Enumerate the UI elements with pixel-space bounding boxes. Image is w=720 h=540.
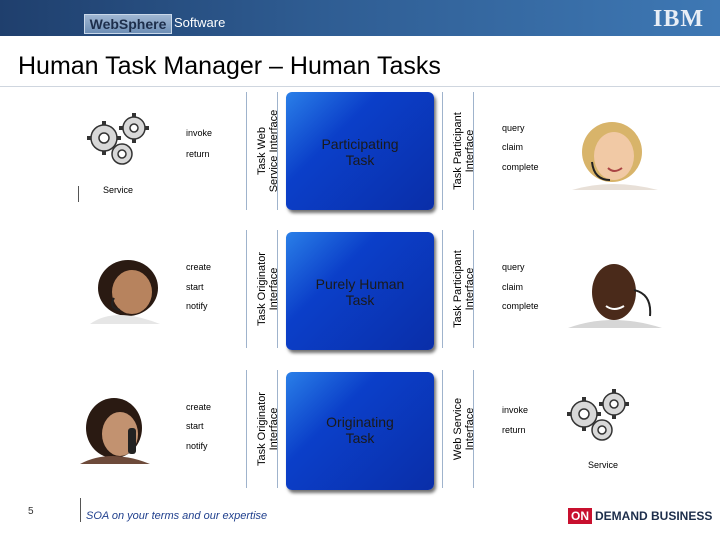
on-badge: ON	[568, 508, 592, 524]
right-op-complete: complete	[502, 162, 539, 172]
left-interface-bar-2: Task Originator Interface	[246, 230, 280, 348]
task-originator-interface-label-2: Task Originator Interface	[256, 392, 280, 466]
footer-divider	[80, 498, 81, 522]
footer-tagline: SOA on your terms and our expertise	[86, 510, 268, 522]
right-op-claim-2: claim	[502, 282, 524, 292]
left-op-start-2: start	[186, 421, 204, 431]
right-op-invoke: invoke	[502, 405, 529, 415]
title-divider	[0, 86, 720, 87]
right-op-query: query	[502, 123, 525, 133]
left-interface-bar-1: Task Web Service Interface	[246, 92, 280, 210]
right-interface-bar-1: Task Participant Interface	[442, 92, 476, 210]
participating-task-label: Participating Task	[321, 136, 399, 168]
left-service-caption: Service	[103, 185, 134, 195]
task-originator-interface-label: Task Originator Interface	[256, 252, 280, 326]
task-web-service-interface-label: Task Web Service Interface	[256, 109, 280, 193]
right-op-claim: claim	[502, 142, 524, 152]
left-op-create-2: create	[186, 402, 212, 412]
left-interface-bar-3: Task Originator Interface	[246, 370, 280, 488]
page-number: 5	[28, 506, 34, 517]
originator-photo-headset	[70, 258, 176, 324]
participant-photo-2	[562, 260, 668, 328]
right-interface-bar-2: Task Participant Interface	[442, 230, 476, 348]
gears-icon	[87, 113, 149, 165]
originator-photo-phone	[70, 398, 176, 464]
right-op-return: return	[502, 425, 526, 435]
left-op-notify: notify	[186, 301, 208, 311]
left-op-notify-2: notify	[186, 441, 208, 451]
left-row1-divider	[78, 186, 79, 202]
websphere-logo: WebSphere	[84, 14, 172, 34]
originating-task-box: Originating Task	[286, 372, 434, 490]
participating-task-box: Participating Task	[286, 92, 434, 210]
left-op-return: return	[186, 149, 210, 159]
page-title: Human Task Manager – Human Tasks	[18, 52, 441, 80]
product-line-label: Software	[174, 15, 226, 30]
originating-task-label: Originating Task	[326, 414, 394, 446]
participant-photo-1	[562, 122, 668, 190]
right-op-query-2: query	[502, 262, 525, 272]
right-op-complete-2: complete	[502, 301, 539, 311]
gears-icon	[567, 389, 629, 441]
ibm-logo: IBM	[653, 6, 704, 32]
on-demand-text: DEMAND BUSINESS	[595, 509, 713, 523]
left-op-start: start	[186, 282, 204, 292]
purely-human-task-box: Purely Human Task	[286, 232, 434, 350]
task-participant-interface-label-2: Task Participant Interface	[452, 250, 476, 328]
purely-human-task-label: Purely Human Task	[315, 276, 405, 308]
web-service-interface-label: Web Service Interface	[452, 397, 476, 461]
right-service-caption: Service	[588, 460, 619, 470]
task-participant-interface-label: Task Participant Interface	[452, 112, 476, 190]
left-op-create: create	[186, 262, 212, 272]
right-interface-bar-3: Web Service Interface	[442, 370, 476, 488]
left-op-invoke: invoke	[186, 128, 213, 138]
